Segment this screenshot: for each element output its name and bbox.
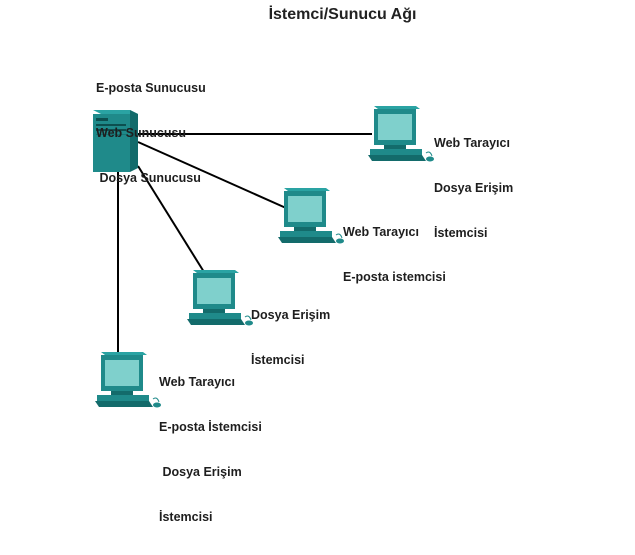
client-1-label: Web Tarayıcı Dosya Erişim İstemcisi xyxy=(434,106,513,271)
client-4-label: Web Tarayıcı E-posta İstemcisi Dosya Eri… xyxy=(159,345,262,555)
desktop-computer-icon xyxy=(95,352,161,408)
network-diagram: İstemci/Sunucu Ağı xyxy=(0,6,635,524)
client-label-line: Web Tarayıcı xyxy=(434,136,510,150)
client-label-line: E-posta istemcisi xyxy=(343,270,446,284)
client-label-line: İstemcisi xyxy=(159,510,213,524)
server-label-line: Web Sunucusu xyxy=(96,126,187,140)
client-label-line: Dosya Erişim xyxy=(434,181,514,195)
connection-lines xyxy=(117,133,372,356)
client-2-label: Web Tarayıcı E-posta istemcisi xyxy=(343,195,446,315)
desktop-computer-icon xyxy=(368,106,434,162)
desktop-computer-icon xyxy=(187,270,253,326)
server-label-line: Dosya Sunucusu xyxy=(96,171,201,185)
client-label-line: Dosya Erişim xyxy=(159,465,242,479)
client-label-line: İstemcisi xyxy=(434,226,488,240)
client-3-label: Dosya Erişim İstemcisi xyxy=(251,278,330,398)
link-server-client-3 xyxy=(137,165,205,273)
client-label-line: İstemcisi xyxy=(251,353,305,367)
server-tower-icon xyxy=(93,110,138,172)
server-label-line: E-posta Sunucusu xyxy=(96,81,206,95)
diagram-title: İstemci/Sunucu Ağı xyxy=(0,6,635,24)
client-label-line: Web Tarayıcı xyxy=(159,375,235,389)
desktop-computer-icon xyxy=(278,188,344,244)
client-label-line: Dosya Erişim xyxy=(251,308,331,322)
link-server-client-2 xyxy=(137,141,287,209)
client-computers xyxy=(95,106,434,408)
diagram-title-text: İstemci/Sunucu Ağı xyxy=(268,6,417,23)
client-label-line: Web Tarayıcı xyxy=(343,225,419,239)
client-label-line: E-posta İstemcisi xyxy=(159,420,262,434)
server-label: E-posta Sunucusu Web Sunucusu Dosya Sunu… xyxy=(96,51,206,216)
